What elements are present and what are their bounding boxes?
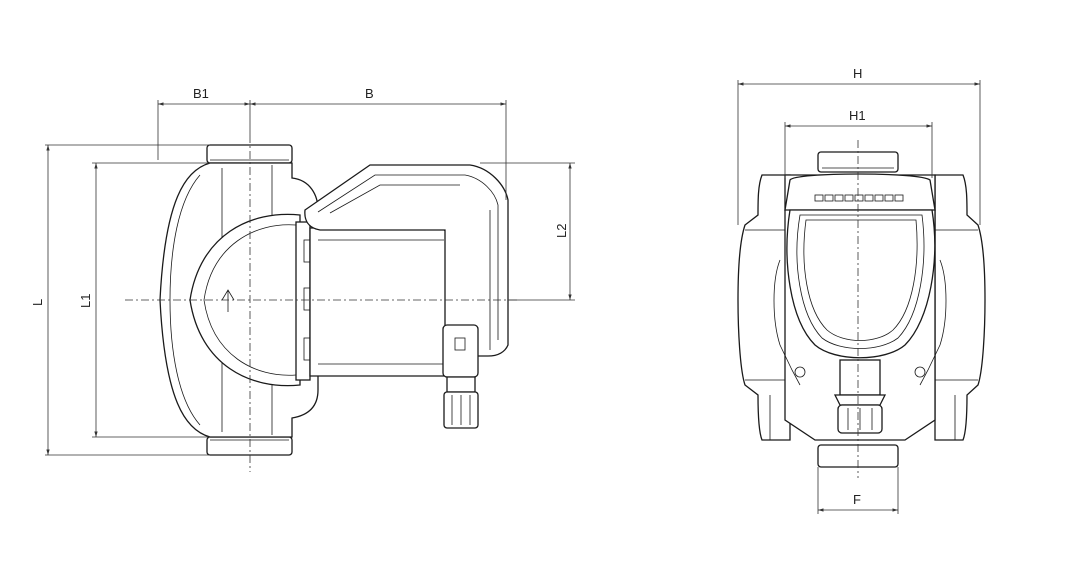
dim-label-h: H <box>853 66 862 81</box>
control-panel <box>784 173 936 211</box>
housing-right <box>934 174 986 441</box>
side-view: B1 B L L1 L2 <box>30 86 575 472</box>
front-connector <box>839 359 881 396</box>
motor-flange <box>295 221 311 381</box>
dim-label-l: L <box>30 299 45 306</box>
front-view: H H1 F <box>737 66 986 514</box>
dim-label-l1: L1 <box>78 294 93 308</box>
housing-left <box>737 174 791 441</box>
dim-label-f: F <box>853 492 861 507</box>
display-shield <box>786 209 936 359</box>
dim-label-b: B <box>365 86 374 101</box>
dim-label-h1: H1 <box>849 108 866 123</box>
dim-label-b1: B1 <box>193 86 209 101</box>
control-box <box>304 164 509 357</box>
flow-arrow-icon <box>221 289 235 312</box>
led-indicators <box>814 194 904 202</box>
cable-gland <box>442 324 479 378</box>
dim-label-l2: L2 <box>554 224 569 238</box>
motor-body <box>309 227 451 377</box>
